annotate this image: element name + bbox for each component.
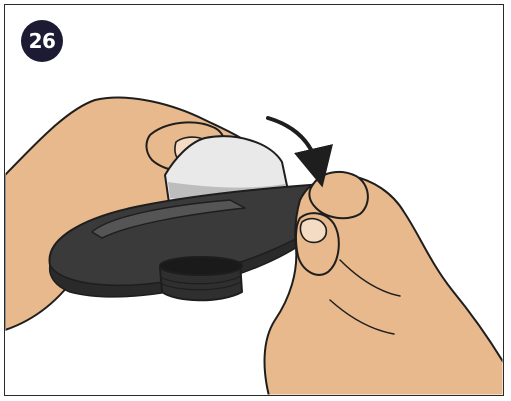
right-hand <box>265 175 505 400</box>
step-number: 26 <box>29 29 56 53</box>
cap-spout-opening <box>160 257 242 275</box>
right-thumbnail <box>300 219 326 243</box>
step-number-badge: 26 <box>21 20 63 62</box>
